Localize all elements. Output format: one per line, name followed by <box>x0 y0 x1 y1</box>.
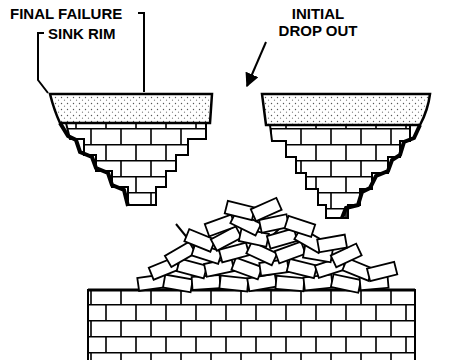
dropout-label: INITIAL DROP OUT <box>272 5 364 39</box>
failure-label: FINAL FAILURE <box>10 5 122 22</box>
rim-label: SINK RIM <box>48 25 116 42</box>
